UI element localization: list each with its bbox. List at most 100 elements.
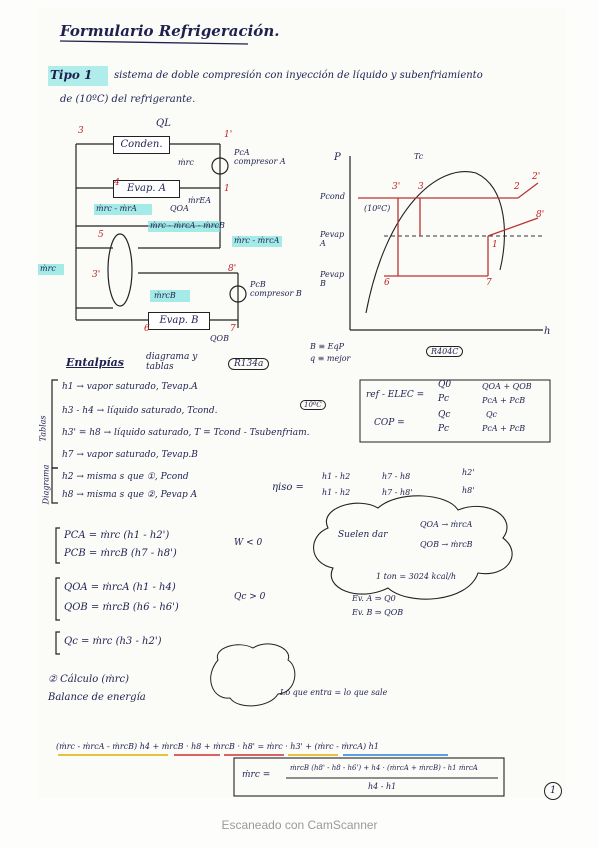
- cop2-frac-top: Qc: [486, 410, 498, 419]
- cloud-qoa: QOA → ṁrcA: [420, 520, 473, 529]
- ref-elec-label: ref - ELEC =: [366, 390, 425, 400]
- tablas-line-1: h1 → vapor saturado, Tevap.A: [62, 382, 198, 392]
- cloud-ev-a: Ev. A ⇒ Q0: [352, 594, 396, 603]
- point-1: 1: [224, 184, 230, 194]
- tablas-line-3: h3' = h8 → líquido saturado, T = Tcond -…: [62, 428, 310, 438]
- result-lhs: ṁrc =: [242, 770, 271, 780]
- flow-mrcb: ṁrcB: [154, 291, 176, 300]
- refrigeration-schematic-lines: [75, 143, 247, 328]
- compressor-a-label: PcA compresor A: [234, 148, 286, 166]
- cop2-frac-bot: PcA + PcB: [482, 424, 526, 433]
- evaporator-b-box: Evap. B: [148, 312, 210, 330]
- eta-frac2-bot: h7 - h8': [382, 488, 413, 497]
- eq-qoa: QOA = ṁrcA (h1 - h4): [64, 582, 176, 593]
- cop-qc: Qc: [438, 410, 451, 420]
- eta-frac1-top: h1 - h2: [322, 472, 351, 481]
- entalpias-label: Entalpías: [66, 356, 124, 369]
- eq-qc-sign: Qc > 0: [234, 592, 266, 602]
- page-title: Formulario Refrigeración.: [60, 22, 280, 40]
- diagrama-line-2: h8 → misma s que ②, Pevap A: [62, 490, 198, 500]
- p-axis-label: P: [334, 152, 341, 163]
- subcool-10c-note: 10ºC: [300, 400, 326, 410]
- point-8prime: 8': [228, 264, 237, 274]
- q-mejor-note: q ≡ mejor: [310, 354, 351, 363]
- ph-point-6: 6: [384, 278, 390, 288]
- eta-frac2-top: h7 - h8: [382, 472, 411, 481]
- flow-mrc-mrca: ṁrc - ṁrcA - ṁrcB: [150, 221, 225, 230]
- ph-point-7: 7: [486, 278, 492, 288]
- flow-mrc-top: ṁrc: [178, 158, 194, 167]
- eta-result-1: h2': [462, 468, 475, 477]
- tipo-tag: Tipo 1: [50, 68, 93, 82]
- r404c-badge: R404C: [426, 346, 464, 357]
- eta-frac1-bot: h1 - h2: [322, 488, 351, 497]
- compressor-b-label: PcB compresor B: [250, 280, 302, 298]
- balance-note: Lo que entra = lo que sale: [280, 688, 388, 697]
- cloud-ev-b: Ev. B ⇒ QOB: [352, 608, 404, 617]
- diagrama-line-1: h2 → misma s que ①, Pcond: [62, 472, 189, 482]
- cloud-qob: QOB → ṁrcB: [420, 540, 473, 549]
- cop-frac-bot: PcA + PcB: [482, 396, 526, 405]
- eta-iso-label: ηiso =: [272, 482, 304, 493]
- energy-balance-equation: (ṁrc - ṁrcA - ṁrcB) h4 + ṁrcB · h8 + ṁrc…: [56, 742, 379, 751]
- point-4: 4: [114, 178, 120, 188]
- pcond-label: Pcond: [320, 192, 345, 201]
- cop-label: COP =: [374, 418, 405, 428]
- balance-label: Balance de energía: [48, 692, 146, 703]
- diagrama-side-label: Diagrama: [41, 464, 51, 505]
- pc-under: Pc: [438, 394, 450, 404]
- eq-w-sign: W < 0: [234, 538, 263, 548]
- ph-point-8prime: 8': [536, 210, 545, 220]
- point-6: 6: [144, 324, 150, 334]
- scanner-watermark: Escaneado con CamScanner: [221, 818, 378, 832]
- flow-mrea: ṁrEA: [188, 196, 212, 205]
- evaporator-a-box: Evap. A: [113, 180, 180, 198]
- condenser-box: Conden.: [113, 136, 170, 154]
- eq-pcb: PCB = ṁrcB (h7 - h8'): [64, 548, 177, 559]
- ph-point-3prime: 3': [392, 182, 401, 192]
- tablas-line-2: h3 - h4 → líquido saturado, Tcond.: [62, 406, 218, 416]
- subcool-note: (10ºC): [364, 204, 391, 213]
- qob-label: QOB: [210, 334, 229, 343]
- ph-point-2prime: 2': [532, 172, 541, 182]
- flow-mrc-left: ṁrc: [40, 264, 56, 273]
- page-drawings: [38, 40, 551, 797]
- pevap-b-label: Pevap B: [320, 270, 345, 288]
- calc-heading: ② Cálculo (ṁrc): [48, 674, 130, 685]
- point-3: 3: [78, 126, 84, 136]
- ql-label: QL: [156, 118, 171, 129]
- point-1prime: 1': [224, 130, 233, 140]
- eq-qob: QOB = ṁrcB (h6 - h6'): [64, 602, 179, 613]
- point-7: 7: [230, 324, 236, 334]
- tc-label: Tc: [414, 152, 424, 161]
- h-axis-label: h: [544, 326, 551, 337]
- notebook-page: Formulario Refrigeración. Tipo 1 sistema…: [38, 8, 566, 798]
- result-numerator: ṁrcB (h8' - h8 - h6') + h4 · (ṁrcA + ṁrc…: [290, 764, 478, 772]
- tablas-line-4: h7 → vapor saturado, Tevap.B: [62, 450, 198, 460]
- flow-mrc-mrca-2: ṁrc - ṁrcA: [234, 236, 280, 245]
- ph-point-3: 3: [418, 182, 424, 192]
- eta-result-2: h8': [462, 486, 475, 495]
- result-denominator: h4 - h1: [368, 782, 397, 791]
- b-eqp-note: B ≡ EqP: [310, 342, 345, 351]
- point-5: 5: [98, 230, 104, 240]
- q0-over: Q0: [438, 380, 452, 390]
- tablas-side-label: Tablas: [38, 415, 48, 442]
- ph-point-1: 1: [492, 240, 498, 250]
- cop-frac-top: QOA + QOB: [482, 382, 532, 391]
- eq-qc: Qc = ṁrc (h3 - h2'): [64, 636, 162, 647]
- qoa-label: QOA: [170, 204, 189, 213]
- flow-mrc-mra: ṁrc - ṁrA: [96, 204, 137, 213]
- pevap-a-label: Pevap A: [320, 230, 345, 248]
- entalpias-source: diagrama y tablas: [146, 352, 198, 372]
- page-number: 1: [544, 782, 562, 800]
- cop-pc: Pc: [438, 424, 450, 434]
- tipo-description-2: de (10ºC) del refrigerante.: [60, 94, 196, 105]
- cloud-ton: 1 ton = 3024 kcal/h: [376, 572, 457, 581]
- refrigerant-badge: R134a: [228, 358, 270, 370]
- ph-diagram-lines: [349, 156, 543, 331]
- eq-pca: PCA = ṁrc (h1 - h2'): [64, 530, 170, 541]
- cloud-suelen: Suelen dar: [338, 530, 388, 540]
- point-3prime: 3': [92, 270, 101, 280]
- tipo-description-1: sistema de doble compresión con inyecció…: [114, 70, 483, 81]
